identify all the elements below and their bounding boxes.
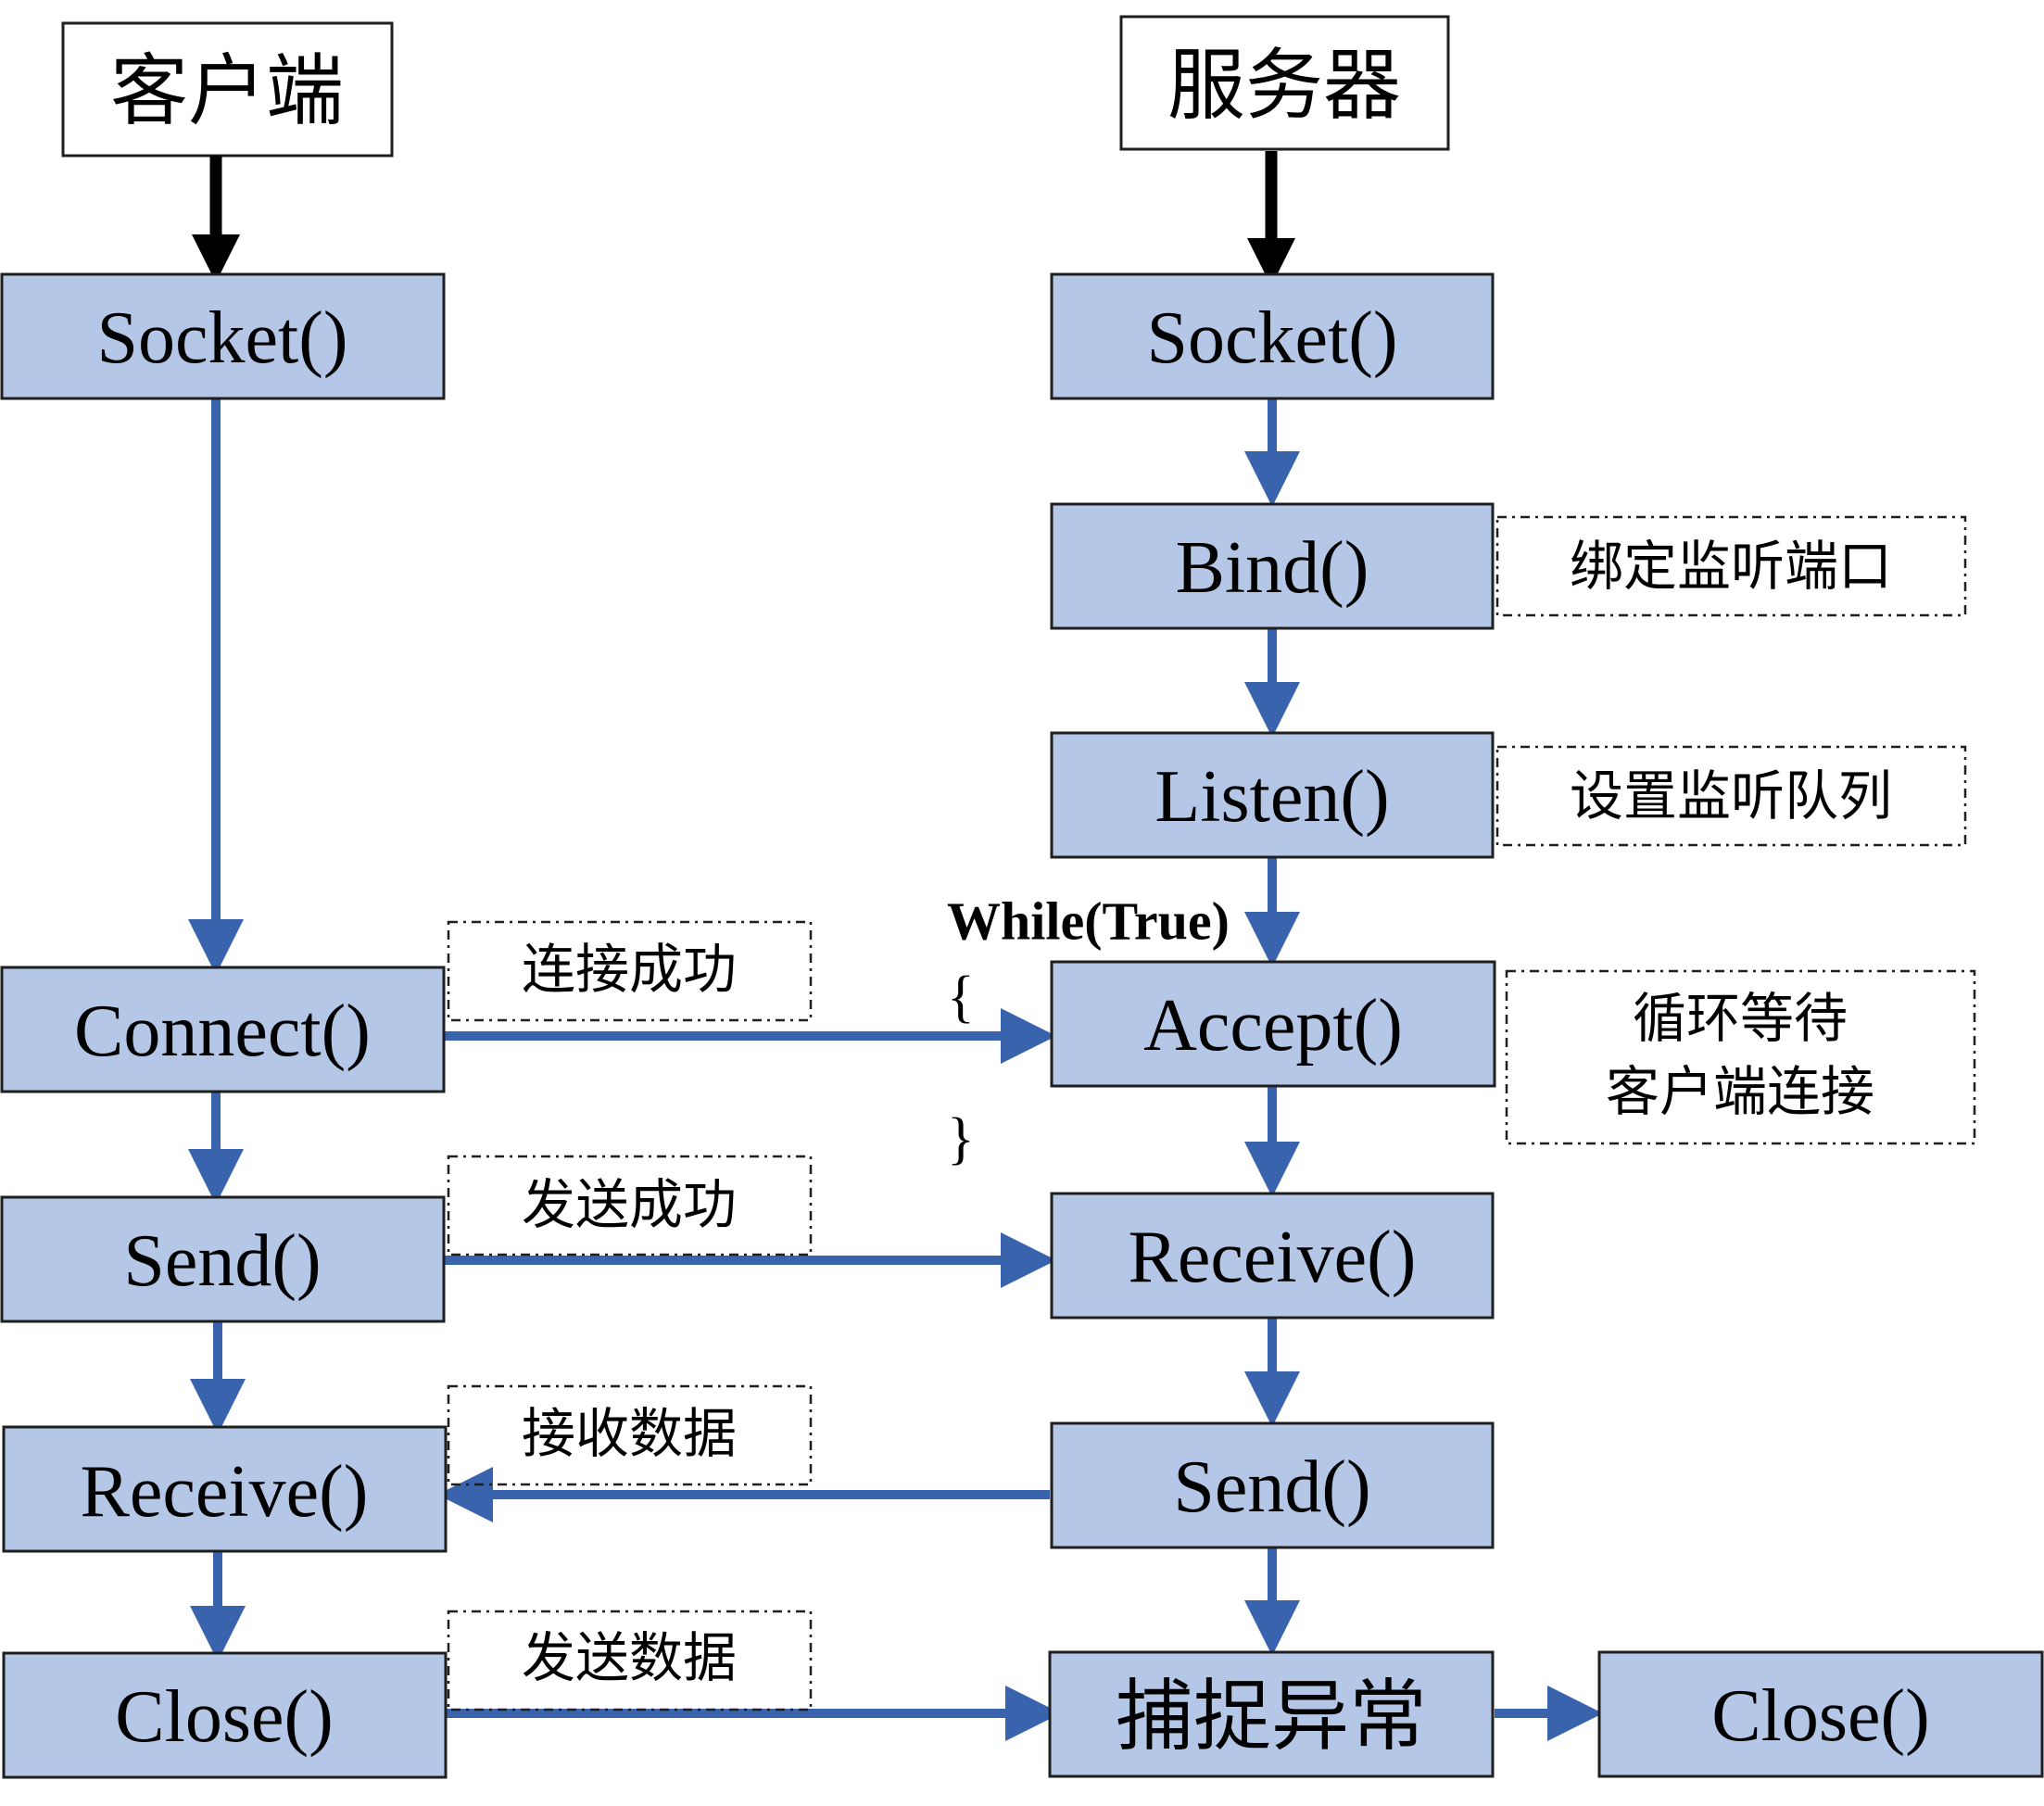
server-accept-label: Accept() — [1143, 985, 1403, 1067]
server-accept-box: Accept() — [1050, 960, 1496, 1088]
client-connect-label: Connect() — [74, 991, 371, 1072]
server-close-box: Close() — [1597, 1650, 2044, 1778]
note-accept-text-line1: 循环等待 — [1633, 987, 1848, 1050]
server-bind-box: Bind() — [1050, 502, 1495, 630]
server-send-label: Send() — [1173, 1446, 1370, 1528]
note-close-text: 发送数据 — [522, 1626, 737, 1689]
client-receive-label: Receive() — [81, 1451, 369, 1533]
server-listen-label: Listen() — [1154, 756, 1389, 838]
client-socket-label: Socket() — [96, 297, 347, 379]
server-title-box: 服务器 — [1119, 15, 1450, 151]
server-socket-box: Socket() — [1050, 272, 1495, 400]
note-bind-box — [1495, 515, 1967, 617]
server-bind-label: Bind() — [1176, 527, 1369, 609]
note-accept-box — [1505, 969, 1976, 1145]
client-socket-box: Socket() — [0, 272, 446, 400]
server-catch-label: 捕捉异常 — [1116, 1671, 1427, 1762]
server-listen-box: Listen() — [1050, 731, 1495, 859]
note-bind-text: 绑定监听端口 — [1570, 535, 1892, 598]
server-receive-box: Receive() — [1050, 1192, 1495, 1320]
client-title-box: 客户端 — [61, 21, 394, 158]
note-connect-box — [447, 920, 813, 1022]
note-send-box — [447, 1155, 813, 1257]
client-send-label: Send() — [123, 1220, 321, 1302]
while-loop-label: While(True) — [947, 891, 1230, 952]
client-close-label: Close() — [115, 1676, 334, 1758]
note-listen-text: 设置监听队列 — [1570, 764, 1892, 827]
note-receive-text: 接收数据 — [522, 1402, 737, 1465]
note-accept-text-line2: 客户端连接 — [1606, 1060, 1874, 1123]
note-send-text: 发送成功 — [522, 1173, 737, 1236]
server-socket-label: Socket() — [1146, 297, 1397, 379]
server-receive-label: Receive() — [1129, 1217, 1417, 1298]
client-title: 客户端 — [110, 45, 344, 136]
client-receive-box: Receive() — [2, 1425, 448, 1553]
client-send-box: Send() — [0, 1195, 446, 1323]
note-connect-text: 连接成功 — [522, 938, 737, 1001]
server-close-label: Close() — [1711, 1675, 1930, 1757]
server-send-box: Send() — [1050, 1421, 1495, 1549]
while-loop-open-brace: { — [947, 966, 975, 1029]
server-title: 服务器 — [1167, 40, 1401, 131]
client-connect-box: Connect() — [0, 966, 446, 1093]
note-close-box — [447, 1610, 813, 1711]
while-loop-close-brace: } — [947, 1107, 975, 1170]
client-close-box: Close() — [2, 1651, 448, 1779]
server-catch-box: 捕捉异常 — [1048, 1650, 1495, 1778]
note-receive-box — [447, 1384, 813, 1486]
note-listen-box — [1495, 745, 1967, 847]
